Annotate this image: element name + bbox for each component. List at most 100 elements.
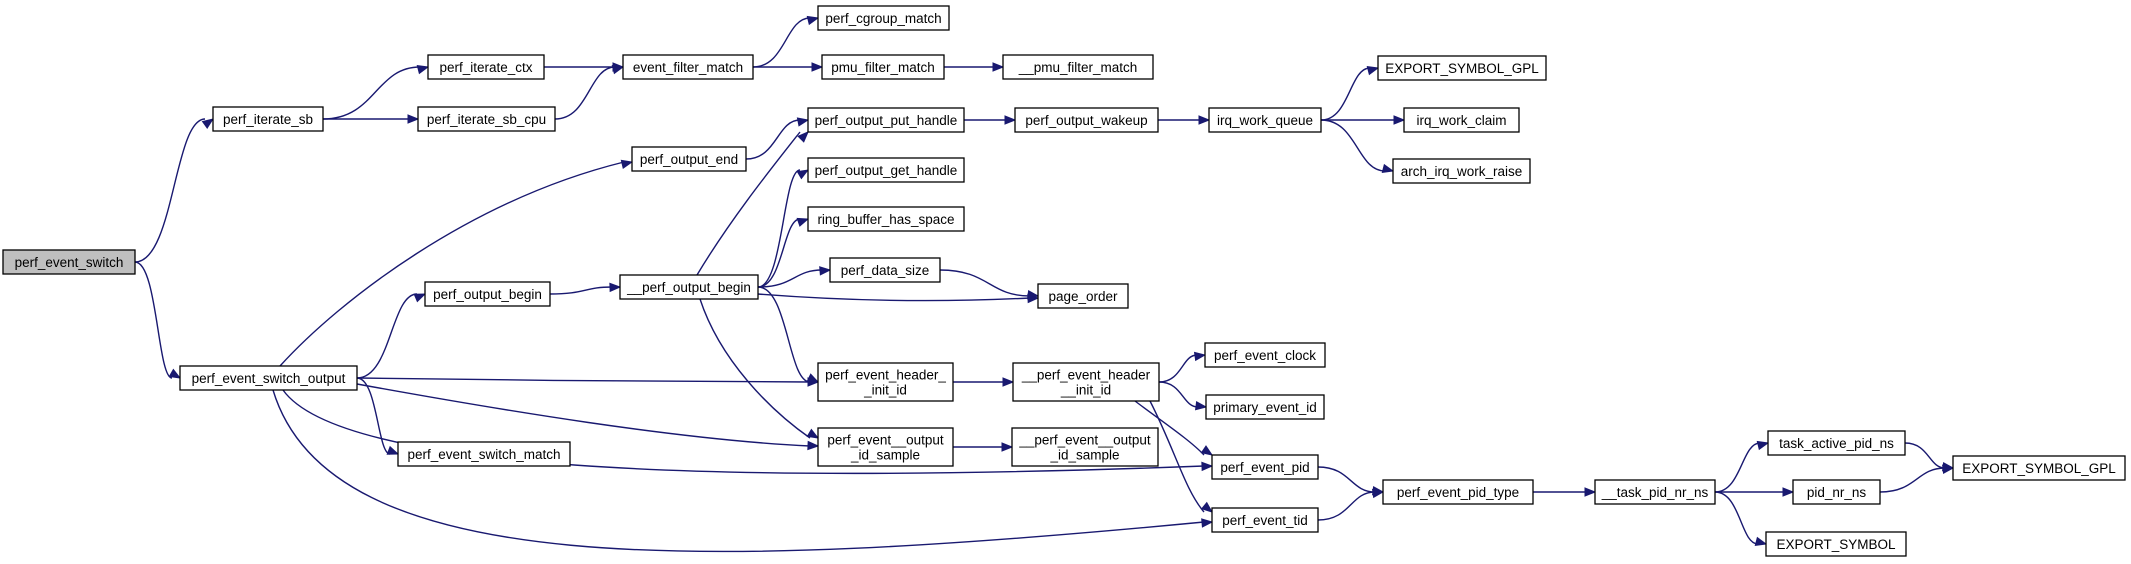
node-perf-event--output-id-sample[interactable]: perf_event__output_id_sample	[817, 427, 954, 467]
node-perf-data-size[interactable]: perf_data_size	[829, 257, 941, 283]
edge-line	[1879, 467, 1946, 493]
node-label: perf_event_clock	[1214, 348, 1316, 363]
nodes-layer: perf_event_switch perf_iterate_sb perf_eve…	[2, 5, 2126, 557]
node-perf-cgroup-match[interactable]: perf_cgroup_match	[817, 5, 950, 31]
node-page-order[interactable]: page_order	[1037, 283, 1129, 309]
edge-__perf_event_header__init_id-to-perf_event_tid	[1149, 400, 1214, 513]
node-label: event_filter_match	[633, 60, 743, 75]
node-perf-output-put-handle[interactable]: perf_output_put_handle	[807, 107, 965, 133]
edge-perf_event_switch_output-to-perf_event_switch_match	[356, 377, 400, 455]
node-perf-event-pid-type[interactable]: perf_event_pid_type	[1382, 479, 1534, 505]
node-perf-iterate-sb-cpu[interactable]: perf_iterate_sb_cpu	[417, 106, 556, 132]
node-pid-nr-ns[interactable]: pid_nr_ns	[1792, 479, 1881, 505]
node-box	[179, 365, 358, 391]
edge-irq_work_queue-to-EXPORT_SYMBOL_GPL_1	[1320, 66, 1380, 121]
node-box	[2, 249, 136, 275]
node-pmu-filter-match[interactable]: pmu_filter_match	[821, 54, 945, 80]
node-event-filter-match[interactable]: event_filter_match	[622, 54, 754, 80]
node-perf-output-begin[interactable]: perf_output_begin	[424, 281, 551, 307]
node-EXPORT-SYMBOL[interactable]: EXPORT_SYMBOL	[1765, 531, 1907, 557]
node-label: __pmu_filter_match	[1018, 60, 1138, 75]
edge-line	[134, 118, 206, 263]
node-label: perf_event_header_	[825, 368, 946, 383]
node-perf-output-wakeup[interactable]: perf_output_wakeup	[1014, 107, 1159, 133]
node-perf-event-header--init-id[interactable]: perf_event_header__init_id	[817, 362, 954, 402]
node-box	[427, 54, 545, 80]
node-task-active-pid-ns[interactable]: task_active_pid_ns	[1767, 430, 1906, 456]
node-EXPORT-SYMBOL-GPL-1[interactable]: EXPORT_SYMBOL_GPL	[1377, 55, 1547, 81]
arrow-head-icon	[819, 266, 832, 276]
edge-perf_iterate_sb-to-perf_iterate_sb_cpu	[322, 114, 420, 124]
node-perf-output-end[interactable]: perf_output_end	[631, 146, 747, 172]
edge-line	[282, 389, 1205, 475]
node-perf-output-begin[interactable]: __perf_output_begin	[619, 274, 759, 300]
node-perf-event-switch-output[interactable]: perf_event_switch_output	[179, 365, 358, 391]
edge-irq_work_queue-to-irq_work_claim	[1321, 115, 1406, 125]
edge-line	[549, 286, 613, 295]
node-perf-iterate-sb[interactable]: perf_iterate_sb	[212, 106, 324, 132]
node-perf-event--output-id-sample[interactable]: __perf_event__output_id_sample	[1011, 427, 1159, 467]
node-label: perf_event__output	[827, 433, 944, 448]
node-pmu-filter-match[interactable]: __pmu_filter_match	[1002, 54, 1154, 80]
node-perf-iterate-ctx[interactable]: perf_iterate_ctx	[427, 54, 545, 80]
edge-line	[1714, 442, 1761, 493]
edge-line	[752, 17, 811, 68]
edge-__perf_event_header__init_id-to-primary_event_id	[1158, 381, 1208, 411]
node-box	[807, 206, 965, 232]
edge-perf_event_switch-to-perf_iterate_sb	[134, 118, 215, 263]
arrow-head-icon	[1194, 400, 1208, 411]
edge-line	[1134, 400, 1205, 456]
node-box	[821, 54, 945, 80]
arrow-head-icon	[1584, 487, 1597, 497]
node-irq-work-queue[interactable]: irq_work_queue	[1208, 107, 1322, 133]
node-label: perf_output_get_handle	[815, 163, 958, 178]
node-primary-event-id[interactable]: primary_event_id	[1205, 394, 1325, 420]
arrow-head-icon	[1201, 461, 1214, 472]
node-perf-event-header--init-id[interactable]: __perf_event_header__init_id	[1012, 362, 1160, 402]
arrow-head-icon	[620, 159, 634, 170]
node-perf-event-clock[interactable]: perf_event_clock	[1204, 342, 1326, 368]
edge-perf_event_switch_output-to-perf_event_pid	[282, 389, 1214, 475]
node-label: irq_work_queue	[1217, 113, 1313, 128]
node-box	[424, 281, 551, 307]
node-perf-event-switch-match[interactable]: perf_event_switch_match	[397, 441, 571, 467]
node-box	[1208, 107, 1322, 133]
node-perf-event-switch[interactable]: perf_event_switch	[2, 249, 136, 275]
edge-line	[1714, 491, 1759, 545]
arrow-head-icon	[407, 114, 420, 124]
node-box	[829, 257, 941, 283]
edge-line	[699, 298, 811, 439]
node-perf-event-tid[interactable]: perf_event_tid	[1211, 507, 1319, 533]
node-perf-output-get-handle[interactable]: perf_output_get_handle	[807, 157, 965, 183]
edge-__perf_output_begin-to-perf_event_header__init_id	[757, 286, 820, 383]
node-EXPORT-SYMBOL-GPL-2[interactable]: EXPORT_SYMBOL_GPL	[1952, 455, 2126, 481]
node-box	[212, 106, 324, 132]
edge-line	[279, 161, 625, 367]
edge-line	[757, 286, 811, 383]
arrow-head-icon	[1001, 442, 1014, 452]
arrow-head-icon	[796, 117, 810, 127]
edge-perf_event_switch_output-to-perf_output_end	[279, 159, 634, 367]
edge-perf_event__output_id_sample-to-__perf_event__output_id_sample	[953, 442, 1014, 452]
edge-line	[1904, 442, 1946, 469]
node-box	[417, 106, 556, 132]
arrow-head-icon	[386, 445, 400, 455]
node-label: perf_event_switch_output	[192, 371, 346, 386]
node-box	[1792, 479, 1881, 505]
node-irq-work-claim[interactable]: irq_work_claim	[1403, 107, 1520, 133]
node-ring-buffer-has-space[interactable]: ring_buffer_has_space	[807, 206, 965, 232]
edge-perf_iterate_sb_cpu-to-event_filter_match	[554, 65, 625, 120]
edge-line	[757, 293, 1031, 302]
node-task-pid-nr-ns[interactable]: __task_pid_nr_ns	[1594, 479, 1716, 505]
node-label: primary_event_id	[1213, 400, 1317, 415]
node-label: perf_cgroup_match	[825, 11, 941, 26]
edge-__perf_output_begin-to-perf_output_get_handle	[757, 169, 810, 288]
node-box	[1205, 394, 1325, 420]
edge-irq_work_queue-to-arch_irq_work_raise	[1320, 119, 1395, 173]
node-perf-event-pid[interactable]: perf_event_pid	[1211, 454, 1319, 480]
node-label: perf_output_end	[640, 152, 738, 167]
node-box	[1012, 362, 1160, 402]
node-arch-irq-work-raise[interactable]: arch_irq_work_raise	[1392, 158, 1531, 184]
node-label: task_active_pid_ns	[1779, 436, 1894, 451]
node-label: perf_data_size	[841, 263, 930, 278]
